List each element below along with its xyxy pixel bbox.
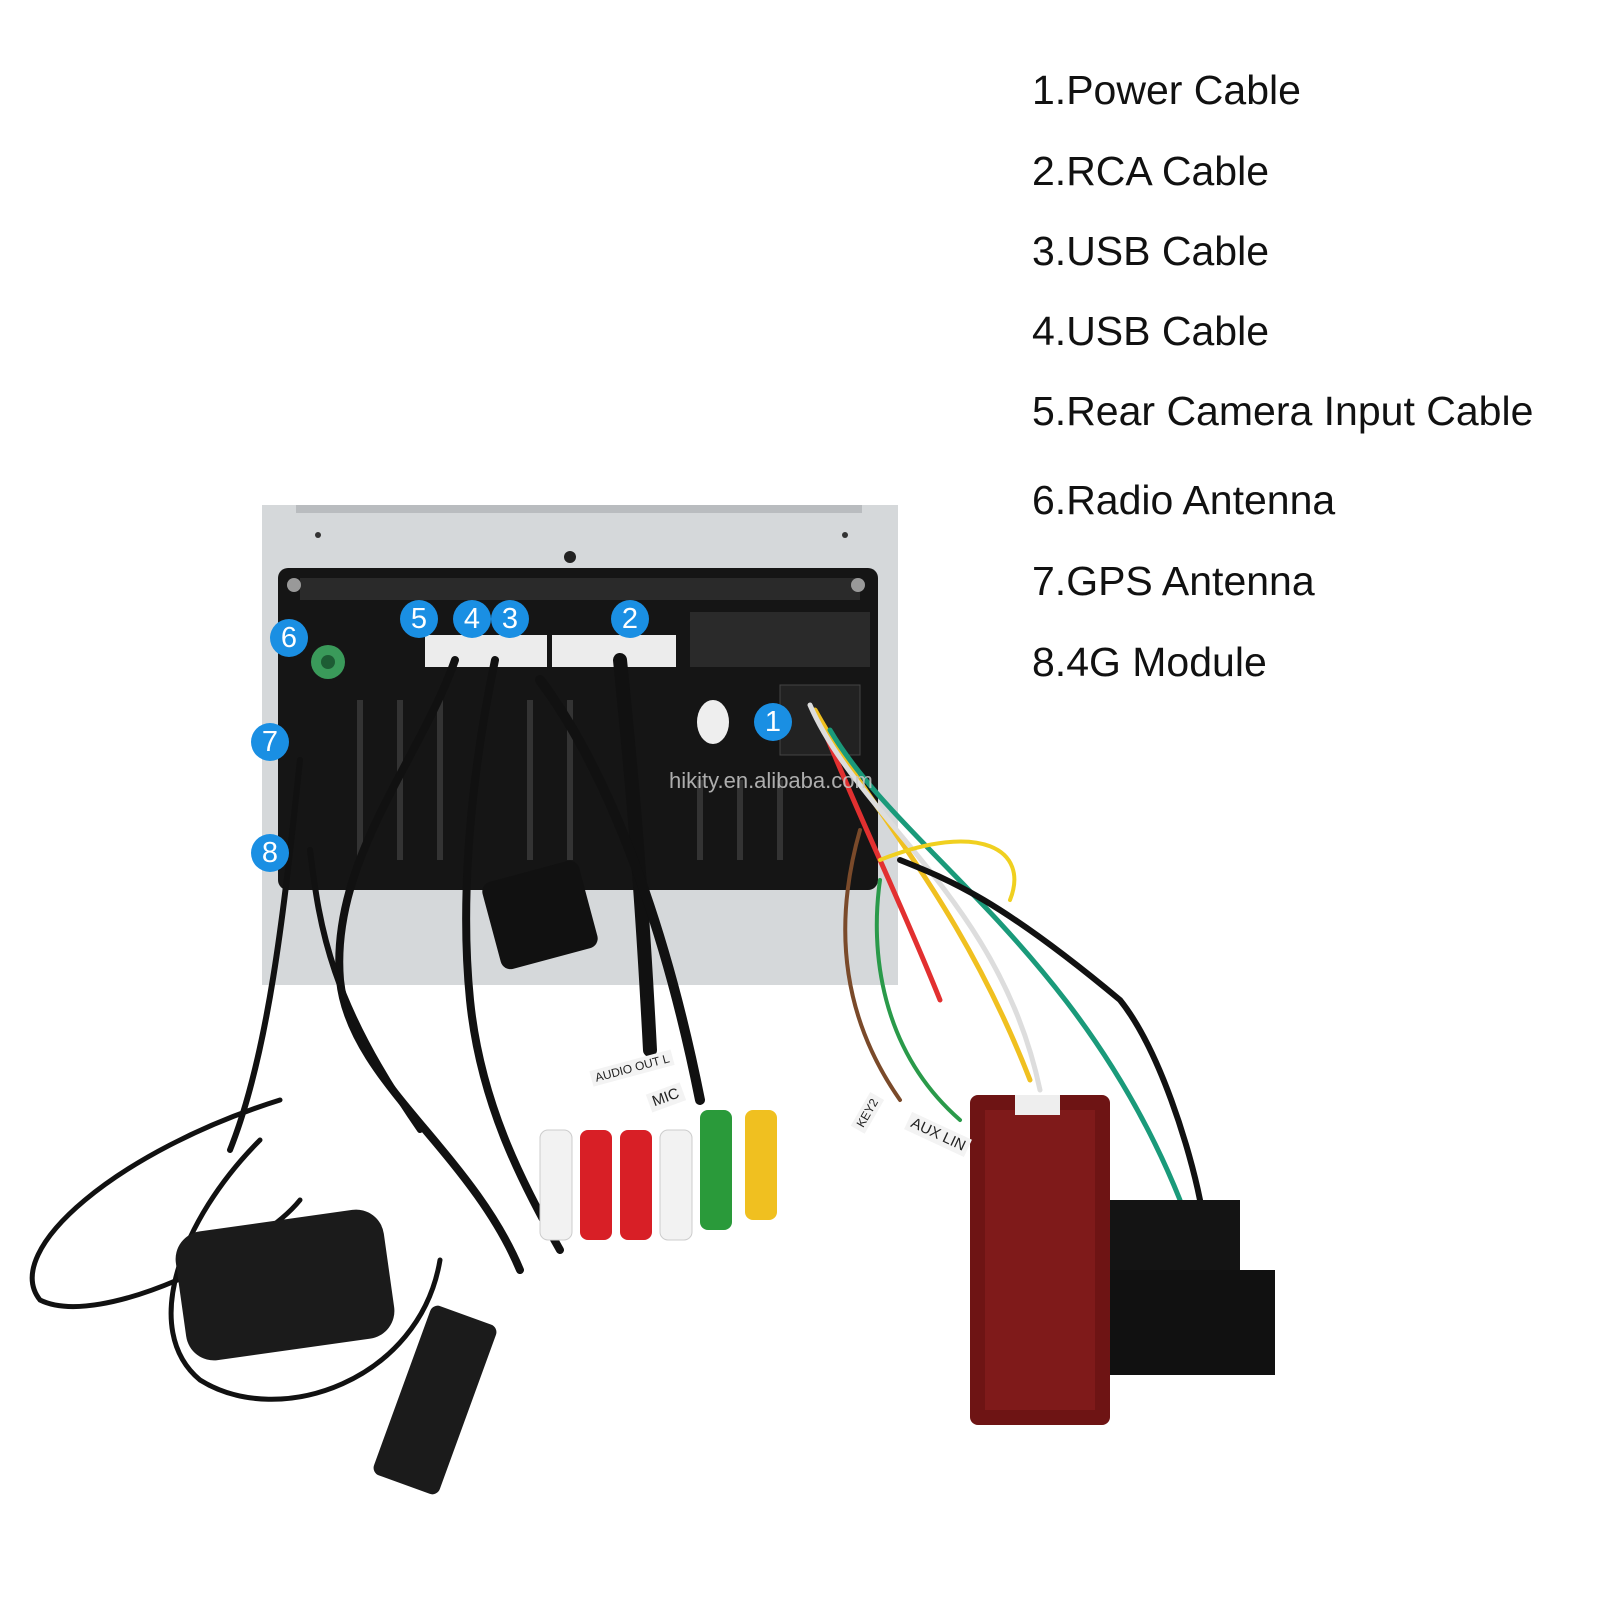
4g-module: [482, 860, 598, 970]
callout-3: 3: [491, 600, 529, 638]
legend-item-radio-antenna: 6.Radio Antenna: [1032, 477, 1336, 523]
legend-item-rca-cable: 2.RCA Cable: [1032, 148, 1270, 194]
callout-5: 5: [400, 600, 438, 638]
callout-1: 1: [754, 703, 792, 741]
legend-item-power-cable: 1.Power Cable: [1032, 67, 1301, 113]
legend-item-usb-cable-4: 4.USB Cable: [1032, 308, 1270, 354]
radio-antenna-strip: [373, 1305, 497, 1495]
legend-item-gps-antenna: 7.GPS Antenna: [1032, 558, 1315, 604]
legend-item-4g-module: 8.4G Module: [1032, 639, 1267, 685]
callout-4: 4: [453, 600, 491, 638]
watermark: hikity.en.alibaba.com: [669, 768, 873, 793]
gps-antenna-puck: [175, 1209, 395, 1361]
callout-6: 6: [270, 619, 308, 657]
callout-7: 7: [251, 723, 289, 761]
callout-2: 2: [611, 600, 649, 638]
legend-item-usb-cable-3: 3.USB Cable: [1032, 228, 1270, 274]
callout-8: 8: [251, 834, 289, 872]
legend-item-rear-camera-cable: 5.Rear Camera Input Cable: [1032, 388, 1534, 434]
